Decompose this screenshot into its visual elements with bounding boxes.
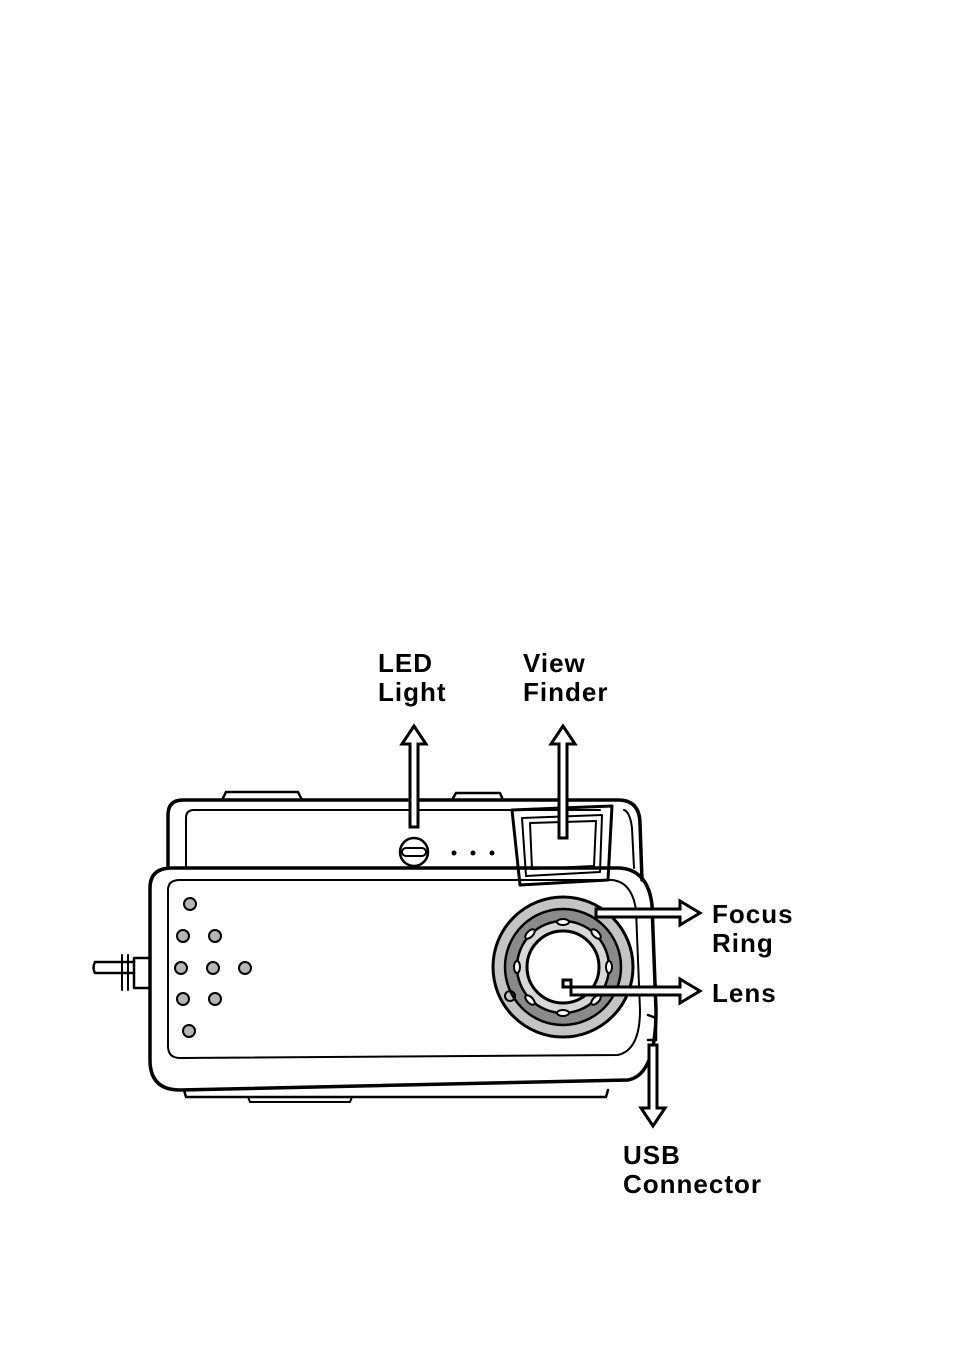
led-light-label-line2: Light — [378, 678, 447, 707]
camera-front-illustration — [94, 792, 657, 1102]
view-finder-label: View Finder — [523, 649, 608, 707]
usb-connector-label-line2: Connector — [623, 1170, 762, 1199]
usb-connector-label-line1: USB — [623, 1141, 762, 1170]
lens-label-line1: Lens — [712, 979, 777, 1008]
lens-label: Lens — [712, 979, 777, 1008]
view-finder-label-line1: View — [523, 649, 608, 678]
focus-ring-label-line2: Ring — [712, 929, 794, 958]
arrow-down-icon — [641, 1045, 665, 1126]
led-light-label-line1: LED — [378, 649, 447, 678]
focus-ring-label-line1: Focus — [712, 900, 794, 929]
usb-connector-label: USB Connector — [623, 1141, 762, 1199]
focus-ring-label: Focus Ring — [712, 900, 794, 958]
view-finder-label-line2: Finder — [523, 678, 608, 707]
led-light-label: LED Light — [378, 649, 447, 707]
arrow-up-icon — [402, 726, 426, 827]
